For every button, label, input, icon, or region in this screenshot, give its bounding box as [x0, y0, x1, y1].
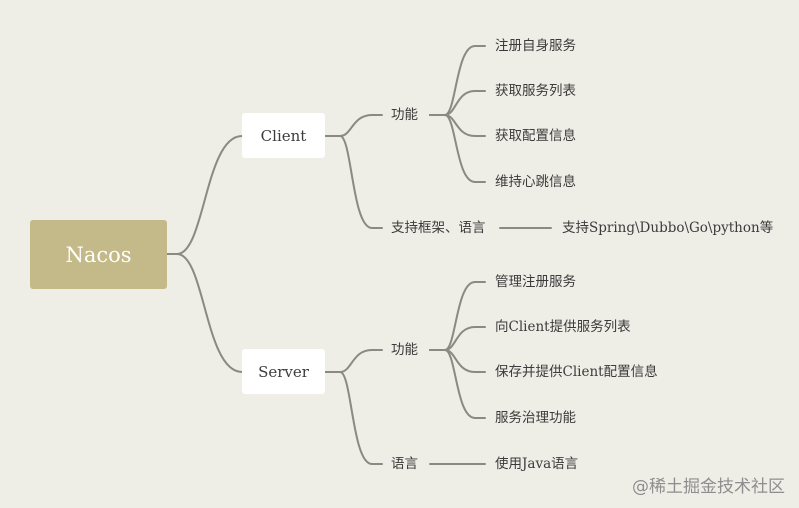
client-function-item[interactable]: 获取配置信息 [495, 128, 576, 144]
server-function-label[interactable]: 功能 [391, 342, 418, 358]
connector-client-fn-4 [429, 114, 486, 183]
connector-client-fn-3 [429, 114, 486, 137]
watermark: @稀土掘金技术社区 [632, 477, 785, 497]
connector-client-fn-2 [429, 90, 486, 116]
connector-server-language [324, 371, 383, 465]
server-function-item[interactable]: 保存并提供Client配置信息 [495, 364, 658, 380]
connector-client-function [324, 114, 383, 137]
connector-root-client [166, 135, 243, 255]
server-function-item[interactable]: 管理注册服务 [495, 274, 576, 290]
root-node[interactable]: Nacos [30, 220, 167, 289]
connector-server-fn-2 [429, 326, 486, 351]
connector-client-fn-1 [429, 45, 486, 116]
server-node[interactable]: Server [242, 349, 325, 394]
connector-server-fn-1 [429, 281, 486, 351]
connector-root-server [166, 253, 243, 373]
connector-server-fn-3 [429, 349, 486, 373]
server-function-item[interactable]: 服务治理功能 [495, 410, 576, 426]
client-support-detail[interactable]: 支持Spring\Dubbo\Go\python等 [562, 220, 774, 236]
connector-server-function [324, 349, 383, 373]
server-language-detail[interactable]: 使用Java语言 [495, 456, 579, 472]
client-function-item[interactable]: 获取服务列表 [495, 83, 576, 99]
server-function-item[interactable]: 向Client提供服务列表 [495, 319, 631, 335]
client-function-item[interactable]: 注册自身服务 [495, 38, 576, 54]
connector-server-fn-4 [429, 349, 486, 419]
connector-client-support [324, 135, 383, 229]
client-support-label[interactable]: 支持框架、语言 [391, 220, 486, 236]
client-node[interactable]: Client [242, 113, 325, 158]
client-function-label[interactable]: 功能 [391, 107, 418, 123]
client-function-item[interactable]: 维持心跳信息 [495, 174, 576, 190]
server-language-label[interactable]: 语言 [391, 456, 418, 472]
